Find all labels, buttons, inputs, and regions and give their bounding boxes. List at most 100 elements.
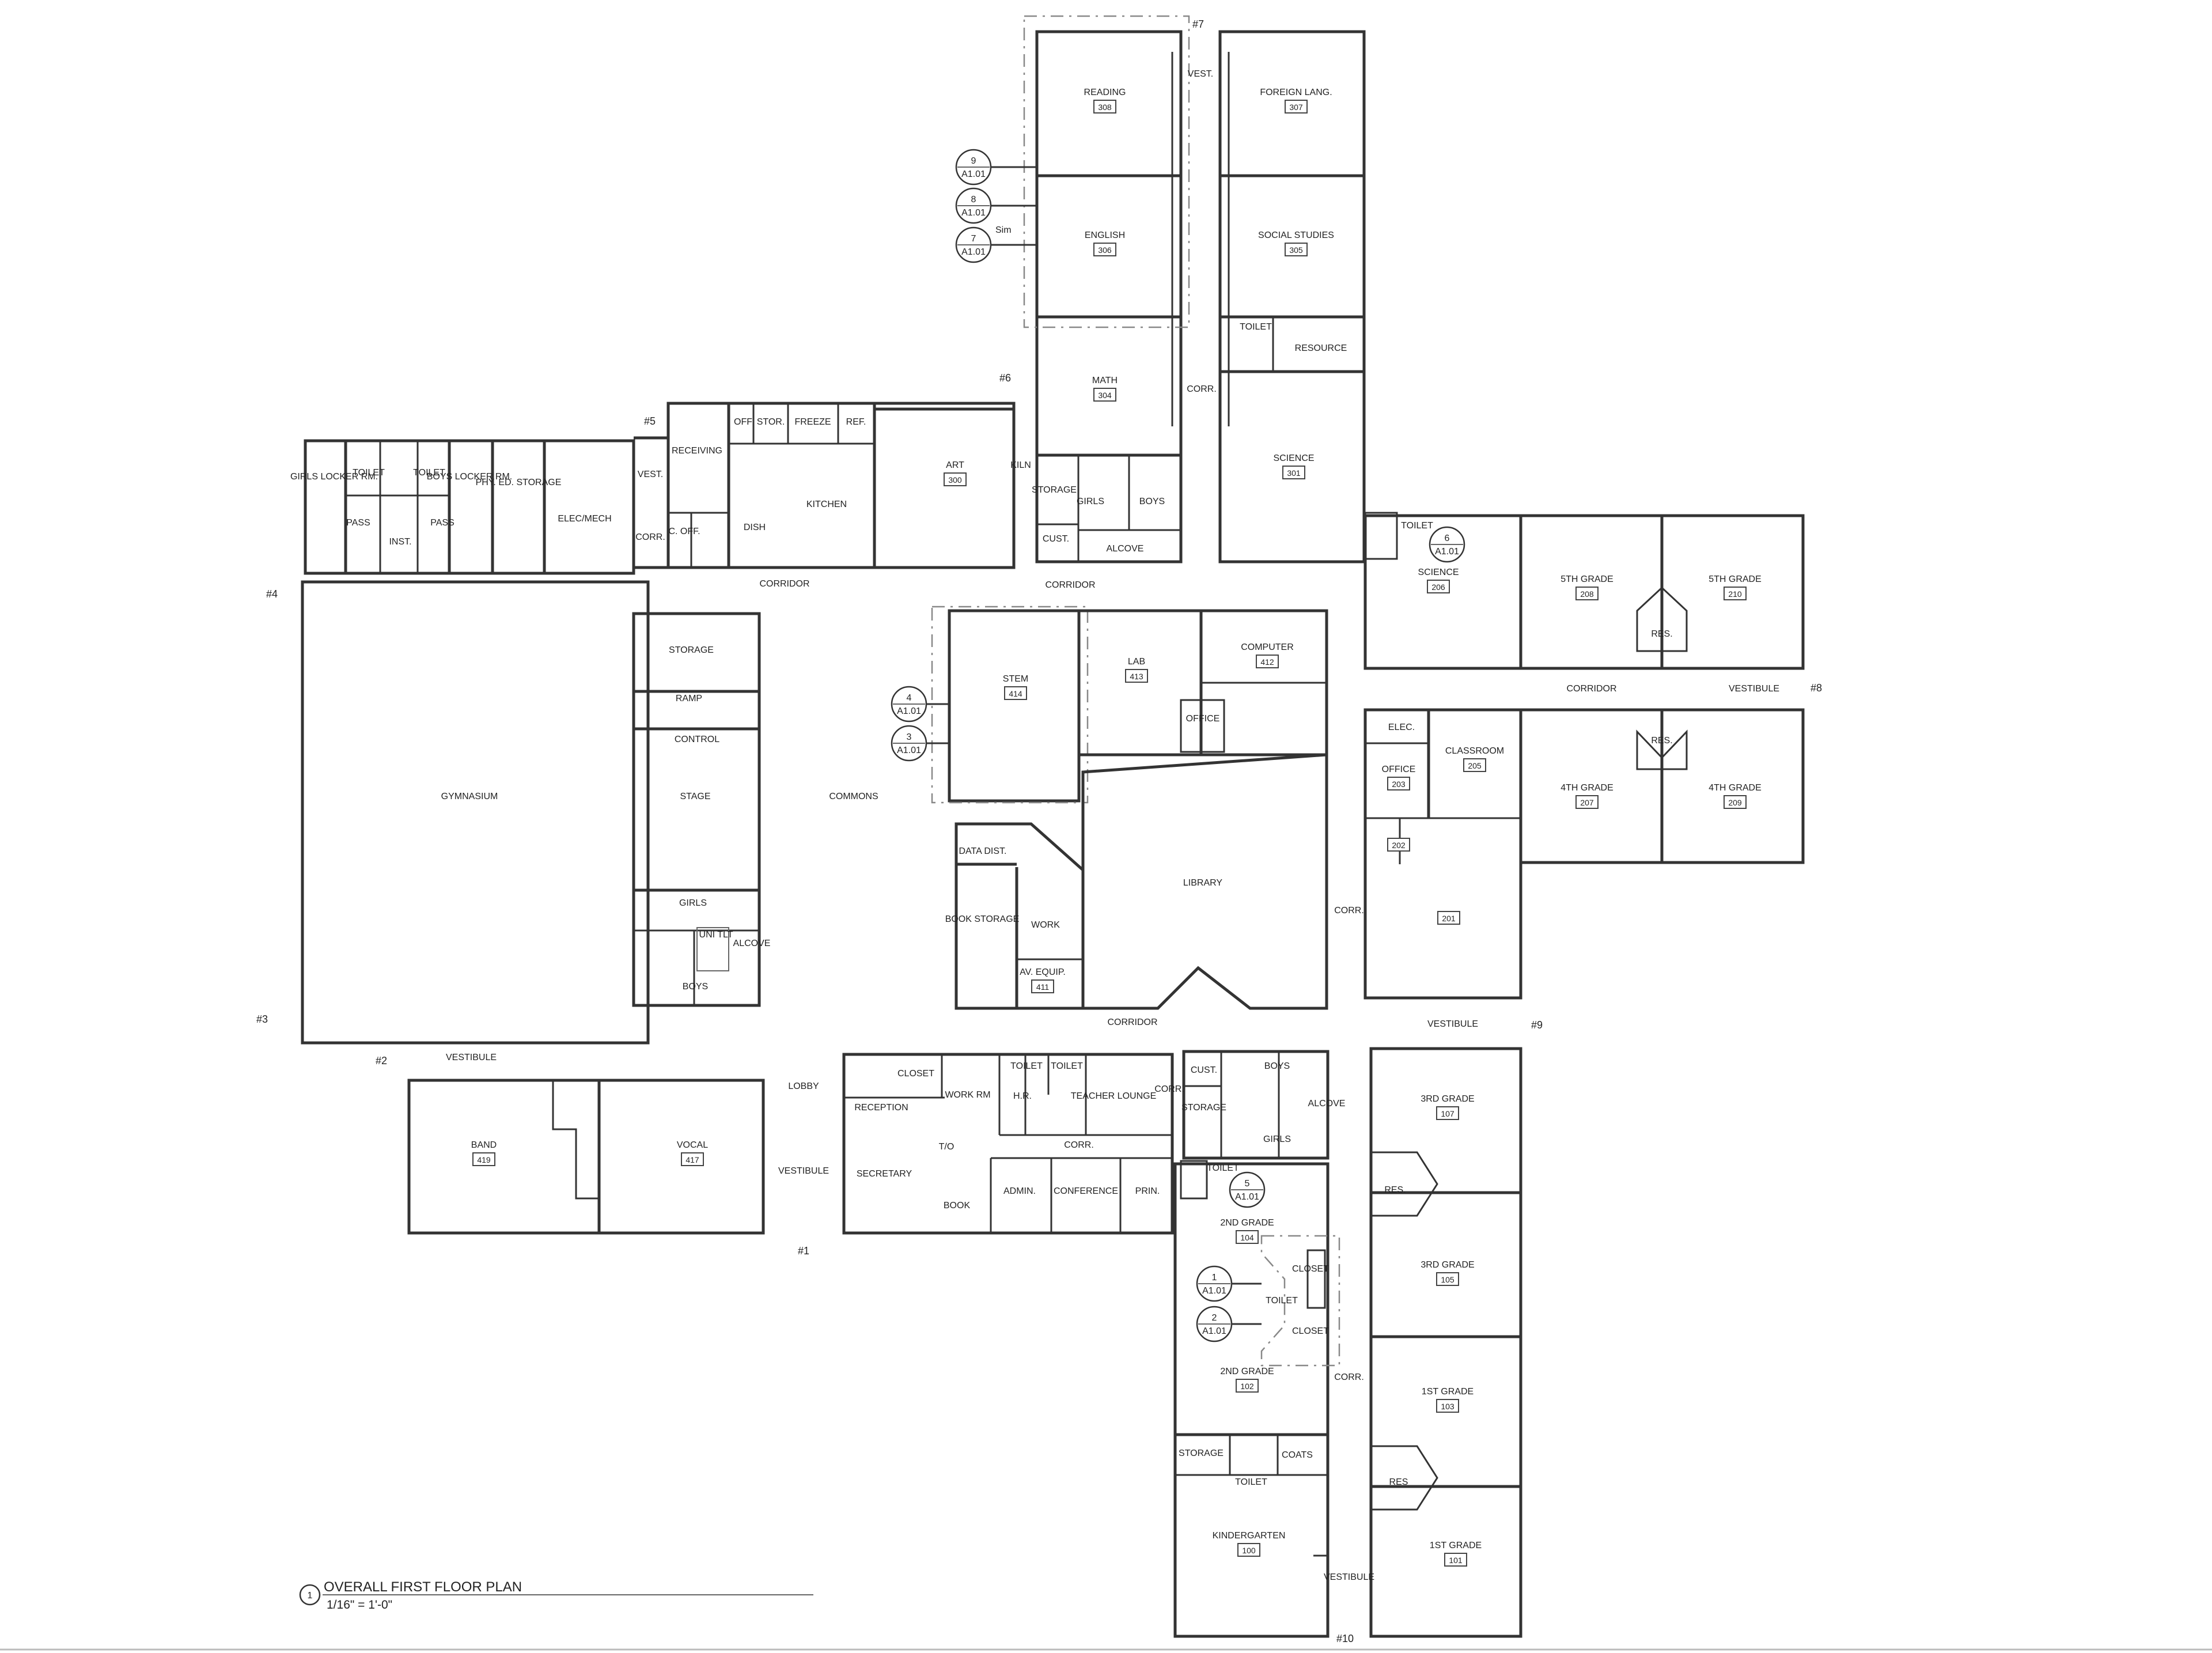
room-label: CORR.	[1334, 906, 1364, 916]
room-number: 413	[1130, 672, 1143, 681]
room-label: CLOSET	[1292, 1326, 1329, 1336]
note-text: Sim	[995, 225, 1012, 235]
room-label: WORK RM	[945, 1090, 990, 1100]
bubble-sheet: A1.01	[897, 746, 921, 755]
room-label: ALCOVE	[1308, 1099, 1346, 1109]
room-number: 419	[477, 1155, 491, 1164]
room-label: 4TH GRADE	[1709, 783, 1762, 793]
room-number: 203	[1392, 780, 1406, 789]
room-label: TOILET	[1051, 1061, 1083, 1071]
room-label: CORR.	[1064, 1140, 1094, 1150]
room-label: SCIENCE	[1418, 568, 1459, 577]
room-label: CORRIDOR	[1045, 580, 1095, 590]
room-label: CORR.	[635, 532, 665, 542]
room-label: ELEC/MECH	[558, 514, 611, 524]
room-label: GIRLS LOCKER RM.	[290, 472, 378, 482]
room: FOREIGN LANG.307	[1260, 88, 1332, 114]
entrance-number: #5	[644, 415, 656, 427]
bubble-sheet: A1.01	[1202, 1286, 1226, 1296]
room-label: COATS	[1282, 1450, 1313, 1460]
room-label: PASS	[346, 518, 370, 528]
room-label: C. OFF.	[668, 527, 700, 536]
room-number: 205	[1468, 761, 1482, 770]
room-number: 202	[1392, 841, 1406, 850]
room-label: RES.	[1384, 1185, 1406, 1195]
entrance-number: #7	[1192, 18, 1204, 30]
room-label: CORRIDOR	[759, 579, 809, 589]
room-number: 417	[685, 1155, 699, 1164]
room-label: RES.	[1651, 629, 1672, 639]
room-label: VESTIBULE	[1427, 1019, 1478, 1029]
room-label: BOYS	[1264, 1061, 1290, 1071]
room-label: VESTIBULE	[446, 1053, 497, 1062]
section-bubble: 8A1.01	[955, 187, 1037, 224]
room: OFFICE 203	[1382, 765, 1416, 790]
bubble-sheet: A1.01	[1435, 547, 1459, 557]
room-label: CLOSET	[1292, 1264, 1329, 1274]
room-label: CORR.	[1334, 1372, 1364, 1382]
room-label: WORK	[1031, 920, 1060, 930]
room-label: COMMONS	[829, 792, 878, 801]
entrance-number: #2	[376, 1055, 387, 1066]
room-label: RECEPTION	[854, 1103, 908, 1113]
room-label: OFFICE	[1382, 765, 1416, 774]
room-label: MATH	[1092, 376, 1118, 385]
bubble-sheet: A1.01	[961, 247, 986, 257]
room-label: CLASSROOM	[1445, 746, 1504, 756]
room-label: ALCOVE	[733, 939, 771, 948]
room-number: 306	[1098, 245, 1112, 255]
room-label: 1ST GRADE	[1422, 1387, 1474, 1397]
title-block: 1 OVERALL FIRST FLOOR PLAN 1/16" = 1'-0"	[299, 1579, 813, 1612]
bubble-sheet: A1.01	[961, 208, 986, 218]
room-number: 307	[1289, 103, 1303, 112]
title-number: 1	[308, 1591, 313, 1601]
room-label: TOILET	[1235, 1477, 1267, 1487]
room-label: ELEC.	[1388, 723, 1415, 732]
room-label: 4TH GRADE	[1560, 783, 1613, 793]
bubble-number: 8	[971, 195, 976, 205]
room-number: 305	[1289, 245, 1303, 255]
section-bubble: 6A1.01	[1429, 526, 1465, 563]
section-bubble: 4A1.01	[891, 686, 949, 723]
section-bubble: 2A1.01	[1196, 1306, 1262, 1342]
room-label: OFF	[734, 417, 752, 427]
room-label: STOR.	[757, 417, 785, 427]
room-label: VEST.	[1188, 69, 1213, 79]
room-number: 101	[1449, 1556, 1463, 1565]
room-label: TOILET	[1401, 521, 1433, 531]
room-label: 5TH GRADE	[1560, 574, 1613, 584]
room-label: TOILET	[1240, 322, 1272, 332]
room: CLASSROOM 205	[1445, 746, 1504, 772]
room-label: 1ST GRADE	[1430, 1541, 1482, 1550]
entrance-number: #9	[1531, 1019, 1543, 1031]
room-label: ENGLISH	[1085, 230, 1125, 240]
room-label: 2ND GRADE	[1220, 1367, 1274, 1376]
room-label: LAB	[1128, 657, 1145, 667]
room-label: KINDERGARTEN	[1213, 1531, 1286, 1541]
room-number: 411	[1036, 982, 1050, 992]
room-label: PRIN.	[1135, 1186, 1160, 1196]
entrance-number: #4	[266, 588, 278, 600]
room-label: REF.	[846, 417, 866, 427]
room-label: CLOSET	[897, 1069, 934, 1079]
section-bubble: 5A1.01	[1229, 1171, 1266, 1208]
room-label: CONFERENCE	[1054, 1186, 1118, 1196]
plan-scale: 1/16" = 1'-0"	[327, 1598, 392, 1612]
bubble-sheet: A1.01	[1202, 1326, 1226, 1336]
room-label: BOOK	[944, 1201, 971, 1211]
room-label: GIRLS	[679, 898, 707, 908]
room-label: BAND	[471, 1140, 497, 1150]
room: 202	[1387, 838, 1410, 852]
room-label: READING	[1084, 88, 1126, 97]
room-number: 210	[1728, 589, 1742, 599]
room-label: OFFICE	[1186, 714, 1220, 724]
room-number: 103	[1441, 1402, 1455, 1411]
room-label: INST.	[389, 537, 411, 547]
room-label: KITCHEN	[806, 500, 847, 509]
room-label: CORR.	[1154, 1084, 1184, 1094]
